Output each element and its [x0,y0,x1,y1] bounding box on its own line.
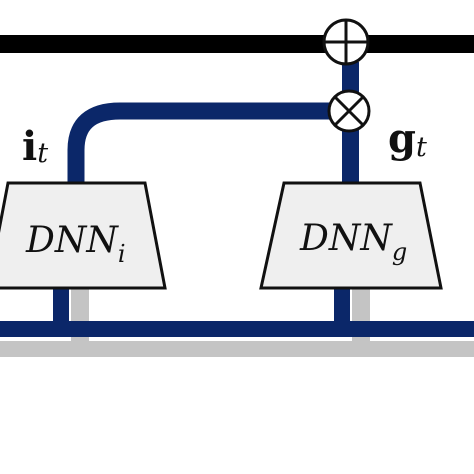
dnn-i-shape [0,181,167,290]
dnn-g-block: DNNg [259,181,443,290]
output-gate-label-main: g [388,115,416,162]
dnn-g-label-sub: g [392,238,407,266]
dnn-i-block: DNNi [0,181,167,290]
circle-plus-icon [322,18,370,66]
dnn-i-label-main: DNN [25,220,119,261]
output-gate-label: gt [388,115,427,163]
circle-times-icon [327,89,371,133]
input-gate-label-sub: t [37,138,48,169]
dnn-g-shape [259,181,443,290]
cell-state-line [0,35,474,53]
input-gate-signal-line [67,102,330,186]
output-gate-signal-line [342,130,359,184]
dnn-g-label-main: DNN [299,218,393,259]
input-gate-label-main: i [22,123,37,170]
dnn-g-label: DNNg [299,218,407,266]
multiply-to-add-line [342,62,359,92]
input-gate-label: it [22,123,48,170]
output-gate-label-sub: t [416,132,427,163]
hidden-state-line [0,321,474,337]
hidden-feeder-dnn-i [53,286,69,329]
hidden-feeder-dnn-g [334,286,350,329]
dnn-i-label: DNNi [25,220,126,268]
dnn-i-label-sub: i [118,240,126,268]
